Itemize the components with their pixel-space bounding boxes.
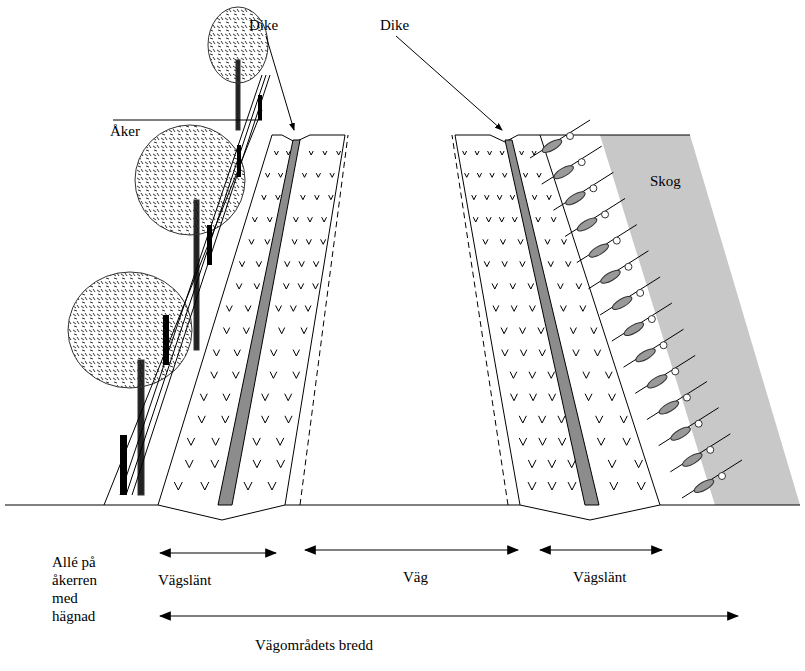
- forest-bud: [567, 133, 574, 140]
- forest-bud: [695, 420, 702, 427]
- label: Dike: [249, 16, 278, 34]
- forest-stroke: [635, 355, 695, 393]
- forest-stroke: [565, 198, 625, 236]
- forest-bud: [602, 211, 609, 218]
- forest-stroke: [542, 146, 602, 184]
- label: Åker: [110, 122, 140, 140]
- label: Dike: [380, 16, 409, 34]
- label: Vägområdets bredd: [255, 636, 373, 654]
- forest-stroke: [682, 460, 742, 498]
- forest-stroke: [647, 382, 707, 420]
- label: Väg: [403, 568, 428, 586]
- forest-leaf: [540, 137, 563, 155]
- grass-symbols: [174, 151, 645, 490]
- forest-stroke: [612, 303, 672, 341]
- forest-leaf: [669, 425, 692, 443]
- forest-stroke: [600, 277, 660, 315]
- forest-leaf: [576, 215, 599, 233]
- forest-symbols: [530, 120, 742, 498]
- forest-stroke: [588, 251, 648, 289]
- forest-leaf: [692, 477, 715, 495]
- ditch: [505, 140, 599, 505]
- forest-stroke: [553, 172, 613, 210]
- forest-bud: [660, 342, 667, 349]
- forest-stroke: [624, 329, 684, 367]
- label: Allé på åkerren med hägnad: [52, 553, 116, 625]
- forest-bud: [613, 237, 620, 244]
- forest-leaf: [587, 242, 610, 260]
- forest-leaf: [622, 320, 645, 338]
- forest-leaf: [634, 346, 657, 364]
- forest-bud: [672, 368, 679, 375]
- forest-leaf: [646, 372, 669, 390]
- forest-leaf: [552, 163, 575, 181]
- forest-leaf: [564, 189, 587, 207]
- forest-leaf: [611, 294, 634, 312]
- forest-leaf: [599, 268, 622, 286]
- dimension-arrows: [160, 550, 738, 616]
- forest-bud: [707, 446, 714, 453]
- fence: [120, 75, 270, 495]
- road-lines: [5, 110, 800, 520]
- forest-bud: [637, 289, 644, 296]
- forest-stroke: [530, 120, 590, 158]
- forest-leaf: [657, 399, 680, 417]
- forest-bud: [625, 263, 632, 270]
- forest-bud: [590, 185, 597, 192]
- forest-bud: [648, 316, 655, 323]
- grass-stroke: [174, 151, 645, 490]
- forest-stroke: [659, 408, 719, 446]
- forest-bud: [578, 159, 585, 166]
- forest-stroke: [577, 225, 637, 263]
- forest-bud: [683, 394, 690, 401]
- label: Skog: [650, 172, 681, 190]
- label: Vägslänt: [158, 571, 211, 589]
- ditch: [218, 140, 300, 505]
- forest-area: [600, 135, 800, 505]
- forest-stroke: [670, 434, 730, 472]
- label: Vägslänt: [573, 568, 626, 586]
- forest-bud: [719, 473, 726, 480]
- forest-leaf: [681, 451, 704, 469]
